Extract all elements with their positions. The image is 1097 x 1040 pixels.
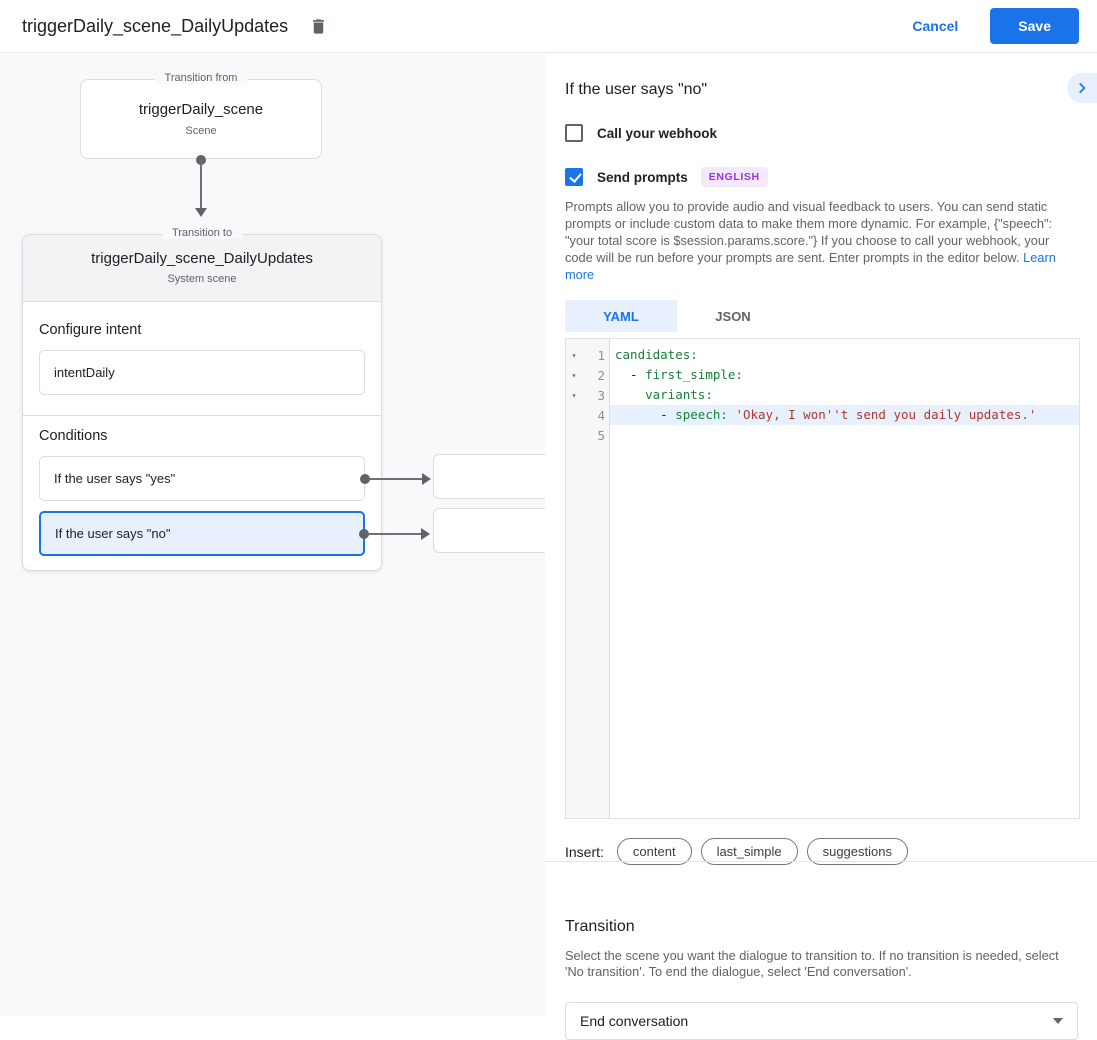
code-line[interactable]: variants: [610, 385, 1079, 405]
cancel-button[interactable]: Cancel [896, 10, 974, 42]
code-line[interactable] [610, 425, 1079, 445]
call-webhook-checkbox[interactable] [565, 124, 583, 142]
code-token: - [615, 367, 646, 382]
webhook-row: Call your webhook [565, 124, 1080, 142]
conditions-list: If the user says "yes" If the user says "… [39, 456, 431, 556]
to-scene-subtitle: System scene [167, 273, 237, 285]
insert-chip-content[interactable]: content [616, 838, 692, 865]
panel-title: If the user says "no" [565, 81, 708, 98]
code-token: variants: [645, 387, 713, 402]
learn-more-link[interactable]: Learn more [565, 250, 1056, 282]
call-webhook-label: Call your webhook [597, 125, 718, 141]
transition-to-legend: Transition to [161, 227, 243, 239]
send-prompts-label: Send prompts [597, 169, 688, 185]
transition-select[interactable]: End conversation [565, 1002, 1078, 1040]
code-line[interactable]: - speech: 'Okay, I won''t send you daily… [610, 405, 1079, 425]
condition-label: If the user says "no" [55, 526, 171, 541]
to-scene-header: triggerDaily_scene_DailyUpdates System s… [23, 235, 381, 302]
conditions-section: Conditions If the user says "yes"If the … [23, 416, 431, 572]
transition-from-legend: Transition from [154, 72, 248, 84]
editor-gutter: ▾ 1 ▾ 2 ▾ 3 4 5 [566, 339, 610, 818]
to-scene-title: triggerDaily_scene_DailyUpdates [91, 250, 313, 267]
code-token: 'Okay, I won''t send you daily updates.' [735, 407, 1037, 422]
trash-icon [312, 18, 324, 34]
line-number: 3 [597, 387, 605, 403]
section-divider [545, 861, 1097, 862]
fold-arrow-icon[interactable]: ▾ [571, 390, 577, 400]
connector-dot [359, 528, 369, 539]
fold-arrow-icon[interactable]: ▾ [571, 370, 577, 380]
insert-label: Insert: [565, 843, 604, 860]
connector-dot [360, 473, 370, 484]
chevron-right-icon [1079, 83, 1086, 93]
code-token [615, 387, 645, 402]
insert-chips: content last_simple suggestions [616, 838, 917, 865]
code-line[interactable]: candidates: [610, 345, 1079, 365]
intent-value: intentDaily [54, 365, 115, 380]
transition-from-node[interactable]: Transition from triggerDaily_scene Scene [80, 72, 322, 159]
condition-item[interactable]: If the user says "yes" [39, 456, 431, 501]
conditions-heading: Conditions [39, 428, 108, 444]
line-number: 2 [597, 367, 605, 383]
dropdown-caret-icon [1053, 1018, 1063, 1024]
intent-field[interactable]: intentDaily [39, 350, 365, 395]
insert-row: Insert: content last_simple suggestions [565, 838, 1080, 865]
connector-line [367, 532, 423, 535]
code-token: speech: [675, 407, 736, 422]
transition-to-node[interactable]: Transition to triggerDaily_scene_DailyUp… [22, 227, 431, 572]
line-number: 4 [597, 407, 605, 423]
connector-line [368, 477, 424, 480]
collapse-panel-button[interactable] [1067, 73, 1097, 103]
condition-item[interactable]: If the user says "no" [39, 511, 430, 556]
code-line[interactable]: - first_simple: [610, 365, 1079, 385]
connector-arrowhead [422, 472, 431, 485]
fold-arrow-icon[interactable]: ▾ [571, 350, 577, 360]
language-badge: ENGLISH [700, 167, 768, 187]
line-number: 5 [597, 427, 605, 443]
connector-arrowhead [195, 208, 207, 217]
from-scene-title: triggerDaily_scene [138, 101, 264, 118]
transition-heading: Transition [565, 918, 635, 935]
configure-intent-section: Configure intent intentDaily [23, 302, 381, 416]
code-token: first_simple: [645, 367, 743, 382]
delete-scene-button[interactable] [304, 12, 332, 40]
insert-chip-last_simple[interactable]: last_simple [700, 838, 798, 865]
line-number: 1 [597, 347, 605, 363]
condition-editor-panel: If the user says "no" Call your webhook … [545, 54, 1097, 1040]
yaml-editor[interactable]: ▾ 1 ▾ 2 ▾ 3 4 5 candidates: - first_simple: var… [565, 338, 1080, 819]
tab-yaml[interactable]: YAML [565, 300, 677, 332]
transition-selected-value: End conversation [580, 1013, 689, 1029]
connector-line [200, 160, 202, 208]
tab-json[interactable]: JSON [715, 308, 751, 324]
prompts-description: Prompts allow you to provide audio and v… [565, 198, 1078, 283]
code-token: candidates: [615, 347, 698, 362]
send-prompts-row: Send prompts ENGLISH [565, 167, 1080, 187]
prompts-description-text: Prompts allow you to provide audio and v… [565, 199, 1053, 265]
condition-label: If the user says "yes" [54, 471, 176, 486]
top-bar: triggerDaily_scene_DailyUpdates Cancel S… [0, 0, 1097, 53]
transition-description: Select the scene you want the dialogue t… [565, 948, 1059, 979]
page-title: triggerDaily_scene_DailyUpdates [22, 15, 289, 36]
insert-chip-suggestions[interactable]: suggestions [806, 838, 908, 865]
save-button[interactable]: Save [990, 8, 1079, 44]
scene-graph-canvas: Transition from triggerDaily_scene Scene… [0, 54, 583, 1016]
send-prompts-checkbox[interactable] [565, 168, 583, 186]
editor-code-area[interactable]: candidates: - first_simple: variants: - … [610, 339, 1079, 818]
connector-arrowhead [421, 527, 430, 540]
from-scene-subtitle: Scene [185, 125, 217, 137]
editor-tabs: YAML JSON [565, 300, 1080, 332]
code-token: - [615, 407, 676, 422]
configure-intent-heading: Configure intent [39, 322, 142, 338]
